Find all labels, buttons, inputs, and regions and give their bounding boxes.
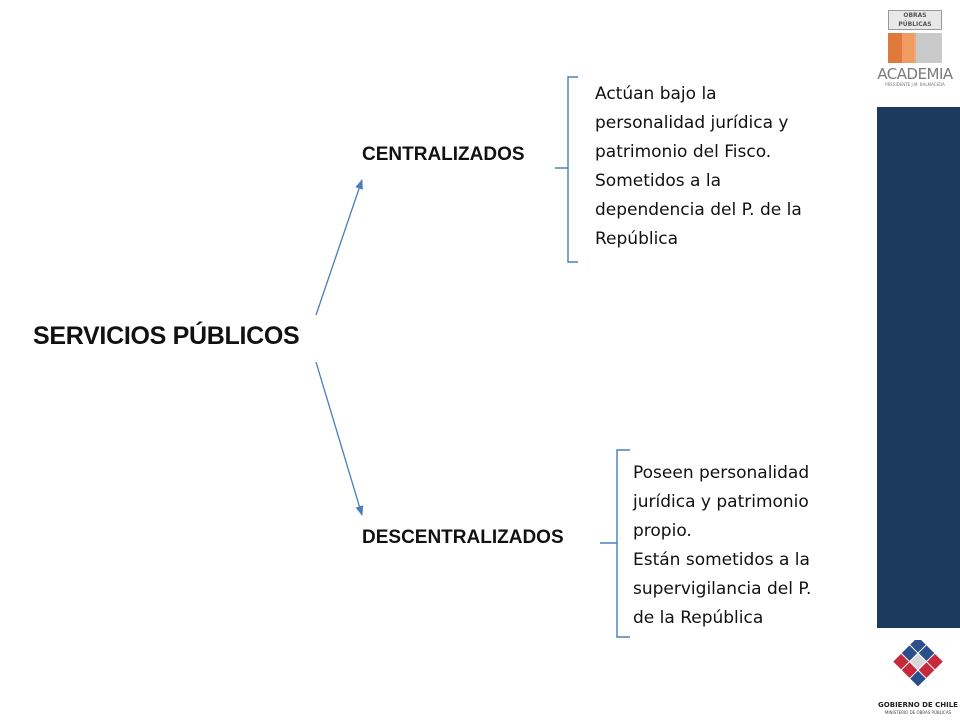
academia-logo-mark [888, 33, 942, 63]
academia-logo-top-text: OBRAS PÚBLICAS [888, 10, 942, 30]
academia-logo: OBRAS PÚBLICAS ACADEMIA PRESIDENTE J.M. … [874, 10, 956, 90]
gobierno-logo-sub-text: MINISTERIO DE OBRAS PÚBLICAS [884, 710, 952, 715]
branch-label-centralizados: CENTRALIZADOS [362, 144, 525, 165]
gobierno-logo: GOBIERNO DE CHILE MINISTERIO DE OBRAS PÚ… [878, 640, 958, 718]
root-node-label: SERVICIOS PÚBLICOS [33, 322, 300, 350]
arrow-to-descentralizados [315, 361, 364, 516]
description-descentralizados: Poseen personalidad jurídica y patrimoni… [633, 463, 812, 628]
arrow-to-centralizados [315, 179, 363, 316]
branch-label-descentralizados: DESCENTRALIZADOS [362, 527, 564, 548]
side-bar [877, 107, 960, 628]
brace-descentralizados [600, 449, 630, 638]
brace-centralizados [555, 76, 578, 263]
gobierno-logo-main-text: GOBIERNO DE CHILE [878, 701, 958, 709]
academia-logo-main-text: ACADEMIA [877, 65, 953, 83]
academia-logo-sub-text: PRESIDENTE J.M. BALMACEDA [885, 82, 945, 87]
description-centralizados: Actúan bajo la personalidad jurídica y p… [595, 84, 802, 249]
gobierno-logo-mark [893, 640, 943, 687]
